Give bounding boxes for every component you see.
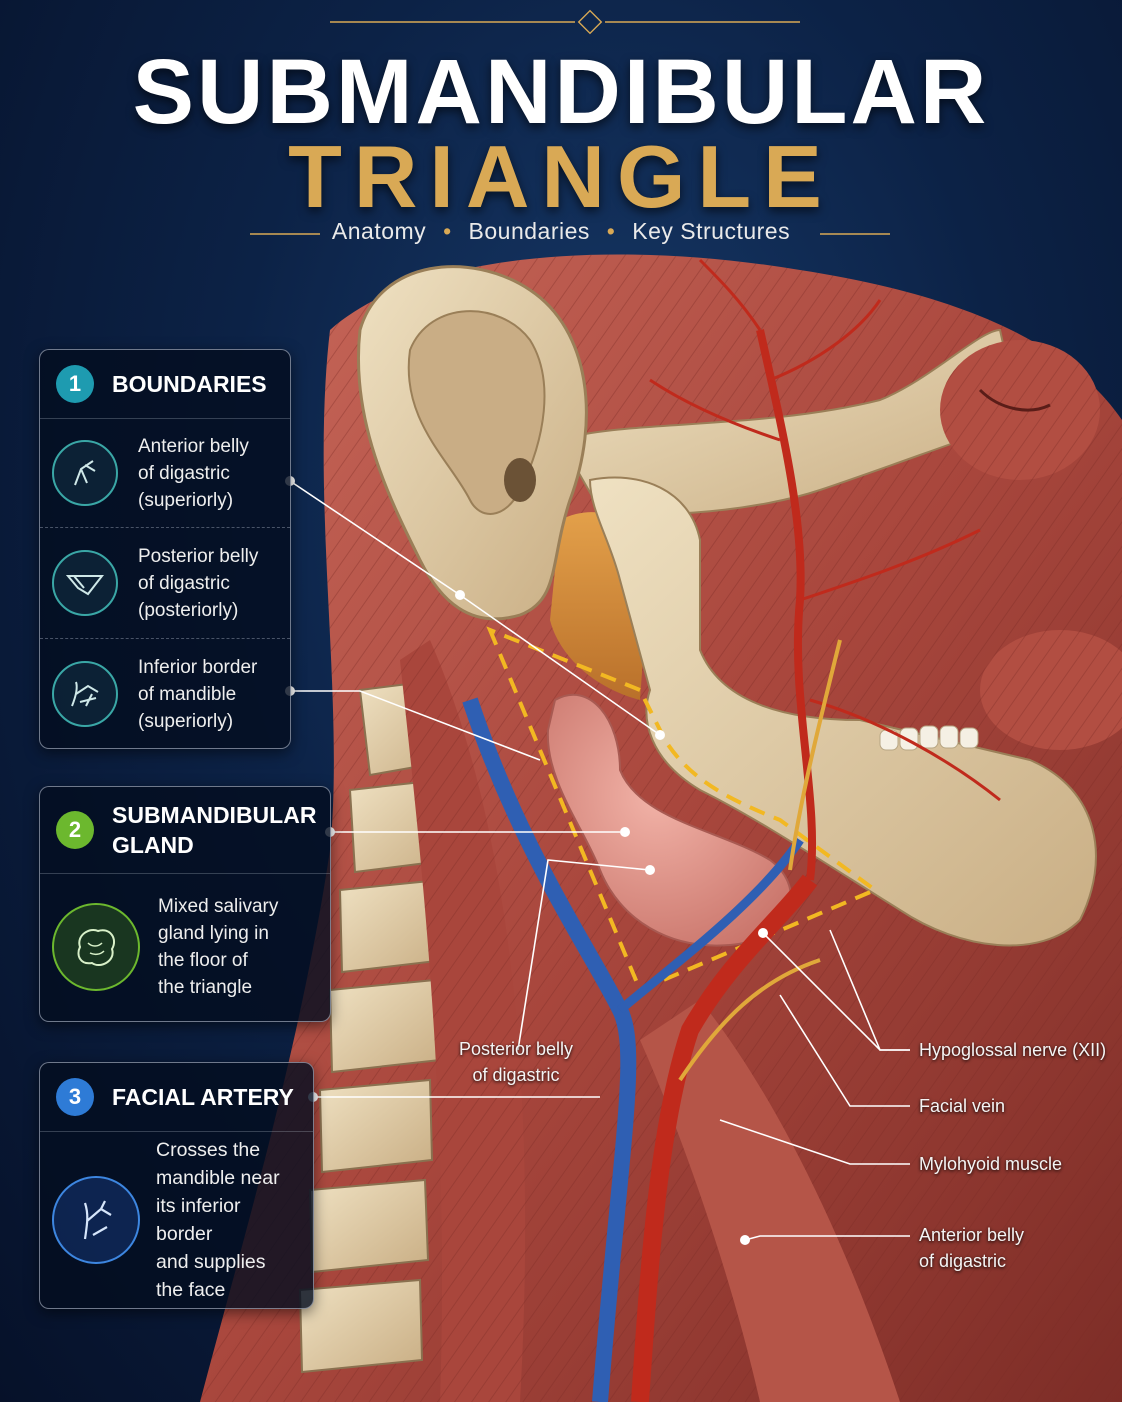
boundary-item-posterior-belly: Posterior belly of digastric (posteriorl… — [40, 527, 290, 638]
section-number-badge: 3 — [56, 1078, 94, 1116]
callout-mylohyoid: Mylohyoid muscle — [919, 1154, 1063, 1174]
facial-muscles — [940, 340, 1122, 750]
boundary-item-mandible: Inferior border of mandible (superiorly) — [40, 638, 290, 749]
subtitle-separator: • — [443, 218, 452, 244]
hypoglossal-nerve-vessel — [678, 958, 821, 1082]
boundaries-header: 1 BOUNDARIES — [40, 350, 290, 419]
title-line1: SUBMANDIBULAR — [132, 41, 990, 143]
subtitle-item-key-structures: Key Structures — [632, 218, 791, 244]
digastric-anterior-icon — [52, 440, 118, 506]
ear — [356, 265, 588, 621]
callout-anterior-belly: Anterior belly of digastric — [919, 1225, 1025, 1271]
gland-icon — [52, 903, 140, 991]
section-number-badge: 2 — [56, 811, 94, 849]
subtitle-separator: • — [606, 218, 616, 244]
leader-lines — [289, 480, 910, 1241]
facial-artery-text: Crosses the mandible near its inferior b… — [156, 1139, 280, 1301]
gland-panel: 2 SUBMANDIBULAR GLAND Mixed salivary gla… — [39, 786, 331, 1022]
callout-facial-vein: Facial vein — [919, 1096, 1006, 1116]
title-ornaments — [250, 9, 890, 235]
artery-branches — [649, 258, 1001, 802]
mandible-icon — [52, 661, 118, 727]
facial-artery-header: 3 FACIAL ARTERY — [40, 1063, 313, 1132]
facial-artery-description: Crosses the mandible near its inferior b… — [40, 1132, 313, 1308]
facial-vein-vessel — [617, 837, 804, 1014]
cervical-spine — [298, 678, 457, 1374]
digastric-posterior-icon — [52, 550, 118, 616]
nerve-branch — [788, 639, 842, 871]
subtitle-item-boundaries: Boundaries — [468, 218, 590, 244]
mandible — [588, 476, 1097, 947]
teeth — [879, 725, 979, 751]
skull-zygoma — [558, 328, 1022, 515]
boundaries-panel: 1 BOUNDARIES Anterior belly of digastric… — [39, 349, 291, 749]
title-line2: TRIANGLE — [288, 127, 834, 226]
boundary-text: Anterior belly of digastric (superiorly) — [138, 435, 249, 511]
subtitle-item-anatomy: Anatomy — [331, 218, 427, 244]
jugular-vein — [462, 697, 637, 1402]
gland-header: 2 SUBMANDIBULAR GLAND — [40, 787, 330, 874]
gland-description: Mixed salivary gland lying in the floor … — [40, 874, 330, 1020]
boundary-item-anterior-belly: Anterior belly of digastric (superiorly) — [40, 419, 290, 527]
gland-text: Mixed salivary gland lying in the floor … — [158, 896, 279, 998]
boundary-text: Posterior belly of digastric (posteriorl… — [138, 545, 259, 621]
boundaries-title: BOUNDARIES — [112, 371, 267, 397]
callout-hypoglossal-nerve: Hypoglossal nerve (XII) — [919, 1040, 1107, 1060]
callout-posterior-belly: Posterior belly of digastric — [458, 1039, 574, 1085]
subtitle: Anatomy • Boundaries • Key Structures — [0, 218, 1122, 245]
neck-muscles — [400, 640, 900, 1402]
gland-title: SUBMANDIBULAR GLAND — [112, 802, 317, 858]
section-number-badge: 1 — [56, 365, 94, 403]
facial-artery-title: FACIAL ARTERY — [112, 1084, 294, 1110]
boundary-text: Inferior border of mandible (superiorly) — [138, 656, 258, 732]
carotid-artery — [631, 874, 818, 1402]
artery-icon — [52, 1176, 140, 1264]
facial-artery-panel: 3 FACIAL ARTERY Crosses the mandible nea… — [39, 1062, 314, 1309]
triangle-outline — [486, 626, 880, 993]
